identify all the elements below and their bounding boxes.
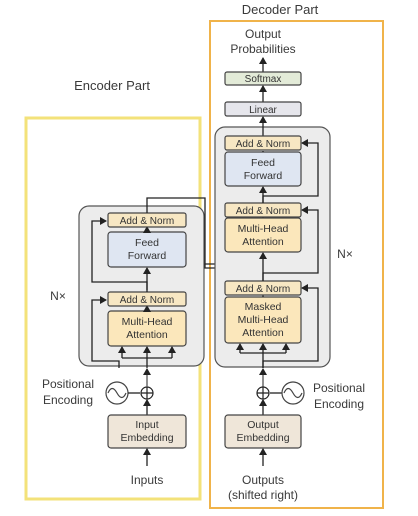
- decoder-sine-wave: [283, 387, 303, 399]
- decoder-embedding-line1: Output: [247, 419, 279, 431]
- decoder-masked-line2: Multi-Head: [238, 314, 289, 326]
- decoder-positional-line2: Encoding: [314, 397, 364, 411]
- encoder-add-norm-bottom-label: Add & Norm: [120, 295, 174, 306]
- decoder-output-label-line2: (shifted right): [228, 488, 298, 502]
- decoder-masked-line1: Masked: [245, 301, 282, 313]
- decoder-linear-label: Linear: [249, 105, 277, 116]
- decoder-embedding-line2: Embedding: [236, 432, 289, 444]
- encoder-positional-line2: Encoding: [43, 393, 93, 407]
- encoder-embedding-line1: Input: [135, 419, 158, 431]
- decoder-add-norm-mid-label: Add & Norm: [236, 206, 290, 217]
- encoder-repeat-label: N×: [50, 289, 66, 303]
- encoder-ff-line1: Feed: [135, 237, 159, 249]
- encoder-residual-1: [91, 296, 120, 368]
- decoder-output-prob-line2: Probabilities: [230, 42, 295, 56]
- encoder-add-norm-top-label: Add & Norm: [120, 216, 174, 227]
- decoder-softmax-label: Softmax: [245, 74, 282, 85]
- decoder-repeat-label: N×: [337, 247, 353, 261]
- decoder-title: Decoder Part: [242, 2, 319, 17]
- encoder-title: Encoder Part: [74, 78, 150, 93]
- decoder-attention-line2: Attention: [242, 236, 284, 248]
- encoder-attention-line1: Multi-Head: [122, 316, 173, 328]
- encoder-input-label: Inputs: [131, 473, 164, 487]
- encoder-plus-sign: [141, 387, 153, 399]
- decoder-ff-line2: Forward: [244, 170, 283, 182]
- decoder-add-norm-bottom-label: Add & Norm: [236, 284, 290, 295]
- decoder-add-norm-top-label: Add & Norm: [236, 139, 290, 150]
- decoder-plus-sign: [257, 387, 269, 399]
- decoder-add-norm-top: [224, 135, 302, 151]
- decoder-positional-line1: Positional: [313, 381, 365, 395]
- decoder-masked-line3: Attention: [242, 327, 284, 339]
- encoder-embedding-line2: Embedding: [120, 432, 173, 444]
- encoder-sine-wave: [107, 387, 127, 399]
- encoder-attention-line2: Attention: [126, 329, 168, 341]
- decoder-output-label-line1: Outputs: [242, 473, 284, 487]
- decoder-attention-line1: Multi-Head: [238, 223, 289, 235]
- decoder-ff-line1: Feed: [251, 157, 275, 169]
- encoder-ff-line2: Forward: [128, 250, 167, 262]
- decoder-output-prob-line1: Output: [245, 27, 282, 41]
- encoder-positional-line1: Positional: [42, 377, 94, 391]
